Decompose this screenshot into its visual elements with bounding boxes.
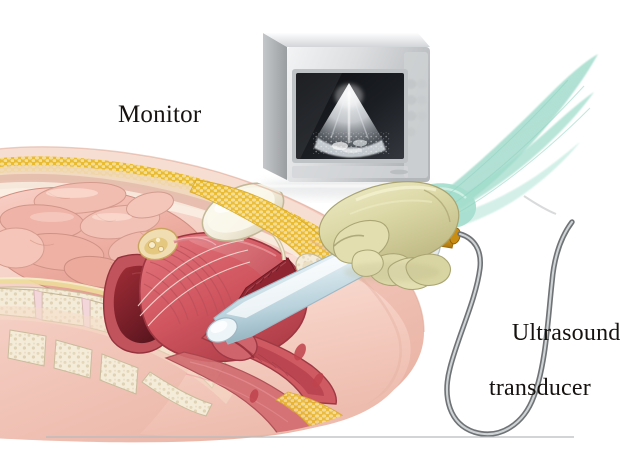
cable-tail bbox=[523, 195, 557, 215]
hand-highlight bbox=[355, 185, 437, 202]
follicle bbox=[155, 237, 161, 243]
monitor-logo bbox=[390, 169, 408, 175]
thumb-crease bbox=[333, 234, 365, 247]
ultrasound-sector-image bbox=[296, 73, 390, 159]
transducer-cable bbox=[444, 195, 575, 437]
ovary-and-tube bbox=[137, 227, 217, 261]
probe-highlight bbox=[226, 242, 370, 318]
broad-ligament bbox=[137, 239, 251, 327]
transducer-label-line1: Ultrasound bbox=[511, 319, 620, 346]
monitor-label: Monitor bbox=[118, 101, 202, 128]
gloved-hand bbox=[318, 181, 460, 291]
hand-shadow bbox=[344, 262, 440, 282]
coccyx bbox=[141, 371, 213, 417]
follicle bbox=[148, 241, 156, 249]
blood-vessel bbox=[249, 343, 324, 403]
sleeve-fiber bbox=[443, 79, 591, 215]
monitor-bottom-trim bbox=[292, 166, 408, 178]
cable-highlight bbox=[446, 220, 574, 436]
vaginal-rugae bbox=[243, 347, 301, 385]
spinous-process bbox=[7, 329, 139, 395]
sector-speckle bbox=[312, 132, 390, 154]
transducer-label: Ultrasound transducer bbox=[487, 292, 620, 459]
fallopian-tube bbox=[173, 237, 217, 248]
bowel-loop bbox=[0, 227, 45, 269]
transducer-label-line2: transducer bbox=[489, 375, 591, 402]
wrist-crease bbox=[423, 189, 451, 223]
monitor-control-buttons[interactable] bbox=[405, 79, 428, 137]
monitor-top-panel bbox=[263, 33, 430, 47]
follicle bbox=[158, 246, 164, 252]
monitor-unit bbox=[257, 28, 437, 198]
monitor-left-panel bbox=[263, 33, 287, 180]
pelvic-cross-section bbox=[0, 146, 425, 443]
bowel-loop bbox=[126, 191, 174, 219]
